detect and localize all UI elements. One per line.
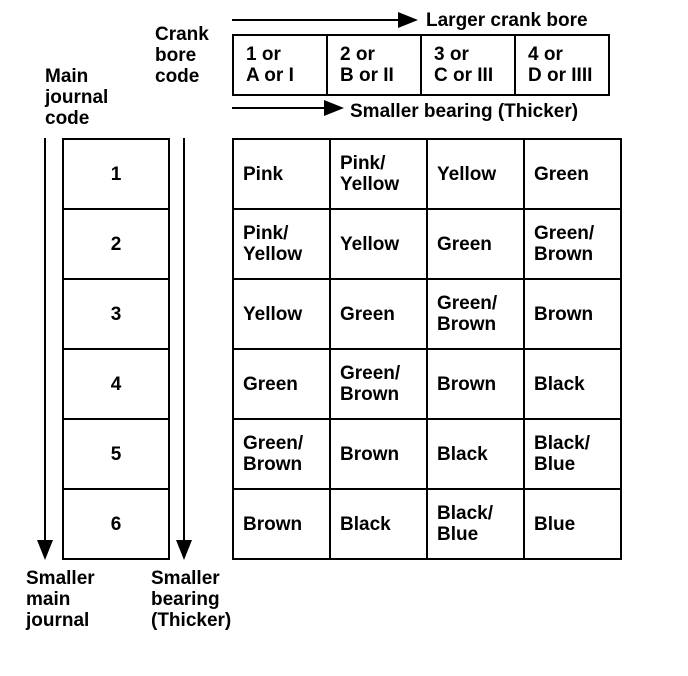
bearing-color-cell: Yellow xyxy=(329,208,428,280)
bearing-color-table: Pink Pink/ Yellow Yellow Green Pink/ Yel… xyxy=(232,138,622,560)
bearing-color-cell: Black/ Blue xyxy=(523,418,622,490)
bearing-color-cell: Green/ Brown xyxy=(232,418,331,490)
bearing-color-cell: Green/ Brown xyxy=(329,348,428,420)
bearing-color-cell: Green xyxy=(329,278,428,350)
crank-bore-code-row: 1 or A or I 2 or B or II 3 or C or III 4… xyxy=(232,34,610,96)
arrow-smaller-bearing-top xyxy=(232,100,344,116)
main-journal-code-table: 1 2 3 4 5 6 xyxy=(62,138,170,560)
arrow-larger-crank-bore xyxy=(232,12,418,28)
crank-bore-code-cell: 4 or D or IIII xyxy=(514,34,610,96)
crank-bore-code-cell: 1 or A or I xyxy=(232,34,328,96)
bearing-color-cell: Blue xyxy=(523,488,622,560)
bearing-color-cell: Pink xyxy=(232,138,331,210)
smaller-bearing-side-label: Smaller bearing (Thicker) xyxy=(151,568,232,631)
larger-crank-bore-label: Larger crank bore xyxy=(426,10,588,31)
bearing-color-cell: Brown xyxy=(523,278,622,350)
crank-bore-code-cell: 3 or C or III xyxy=(420,34,516,96)
bearing-color-row: Green/ Brown Brown Black Black/ Blue xyxy=(232,418,622,490)
main-journal-code-cell: 2 xyxy=(62,208,170,280)
smaller-main-journal-label: Smaller main journal xyxy=(26,568,95,631)
bearing-color-cell: Brown xyxy=(329,418,428,490)
main-journal-code-cell: 1 xyxy=(62,138,170,210)
bearing-color-cell: Yellow xyxy=(232,278,331,350)
main-journal-code-cell: 3 xyxy=(62,278,170,350)
bearing-color-cell: Green xyxy=(232,348,331,420)
main-journal-code-cell: 4 xyxy=(62,348,170,420)
arrow-smaller-bearing-side xyxy=(176,138,192,560)
bearing-color-cell: Green/ Brown xyxy=(523,208,622,280)
bearing-color-cell: Green xyxy=(426,208,525,280)
bearing-color-row: Brown Black Black/ Blue Blue xyxy=(232,488,622,560)
main-journal-code-cell: 5 xyxy=(62,418,170,490)
bearing-color-row: Yellow Green Green/ Brown Brown xyxy=(232,278,622,350)
bearing-color-cell: Pink/ Yellow xyxy=(329,138,428,210)
crank-bore-code-table: 1 or A or I 2 or B or II 3 or C or III 4… xyxy=(232,34,610,96)
bearing-color-cell: Black/ Blue xyxy=(426,488,525,560)
arrow-smaller-main-journal xyxy=(37,138,53,560)
bearing-color-row: Pink Pink/ Yellow Yellow Green xyxy=(232,138,622,210)
bearing-color-cell: Green/ Brown xyxy=(426,278,525,350)
crank-bore-code-cell: 2 or B or II xyxy=(326,34,422,96)
smaller-bearing-top-label: Smaller bearing (Thicker) xyxy=(350,101,579,122)
bearing-color-cell: Black xyxy=(426,418,525,490)
crank-bore-code-label: Crank bore code xyxy=(155,24,209,87)
main-journal-code-cell: 6 xyxy=(62,488,170,560)
bearing-color-row: Green Green/ Brown Brown Black xyxy=(232,348,622,420)
bearing-color-row: Pink/ Yellow Yellow Green Green/ Brown xyxy=(232,208,622,280)
bearing-color-cell: Pink/ Yellow xyxy=(232,208,331,280)
bearing-color-cell: Green xyxy=(523,138,622,210)
bearing-color-cell: Brown xyxy=(426,348,525,420)
bearing-color-cell: Black xyxy=(329,488,428,560)
bearing-color-cell: Brown xyxy=(232,488,331,560)
main-journal-code-label: Main journal code xyxy=(45,66,109,129)
bearing-color-cell: Black xyxy=(523,348,622,420)
bearing-color-cell: Yellow xyxy=(426,138,525,210)
